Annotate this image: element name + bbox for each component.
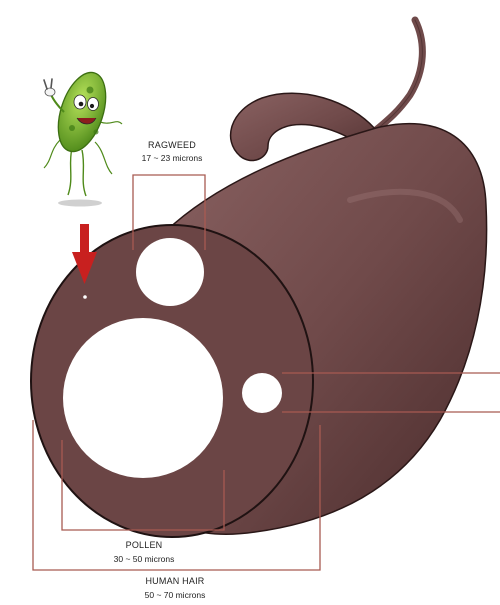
ragweed-label: RAGWEED (148, 140, 196, 150)
bacteria-cartoon-icon (44, 67, 122, 207)
pollen-particle (63, 318, 223, 478)
hair-tail (376, 20, 422, 130)
small-particle (242, 373, 282, 413)
pollen-size: 30 ~ 50 microns (114, 554, 175, 564)
bacteria-particle (83, 295, 87, 299)
pollen-label: POLLEN (126, 540, 163, 550)
human-hair-size: 50 ~ 70 microns (145, 590, 206, 600)
human-hair-label: HUMAN HAIR (145, 576, 204, 586)
ragweed-size: 17 ~ 23 microns (142, 153, 203, 163)
ragweed-particle (136, 238, 204, 306)
